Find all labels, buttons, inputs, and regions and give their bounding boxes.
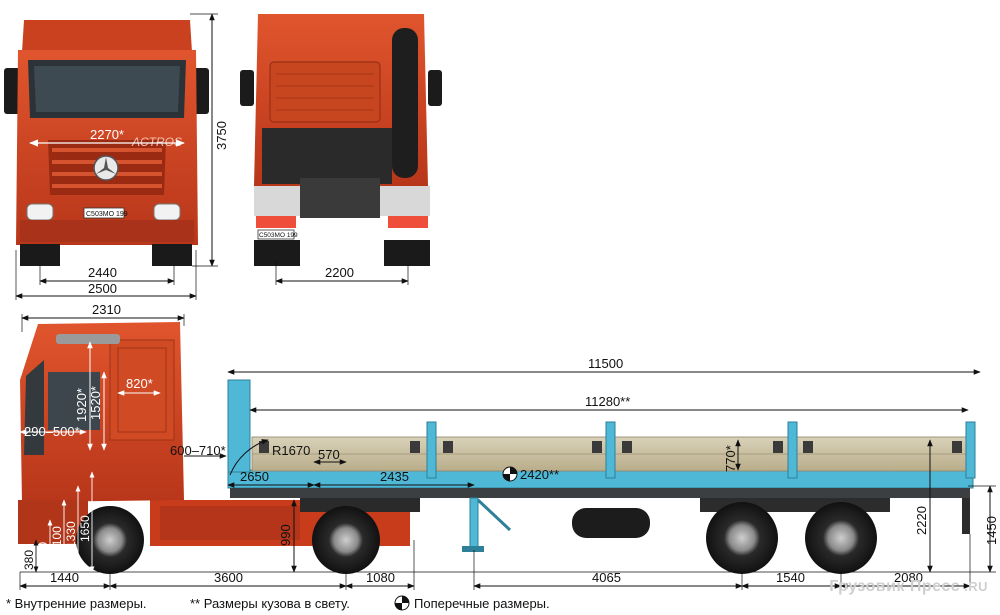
axle-spread-label: 1540: [776, 570, 805, 585]
cross-width-label: 2420**: [520, 467, 559, 482]
radius-label: R1670: [272, 443, 310, 458]
total-length-label: 11500: [588, 356, 623, 371]
headroom-1-label: 1920*: [74, 388, 89, 422]
rear-bumper-post: [962, 498, 970, 534]
trailer-wheel-2: [805, 502, 877, 574]
clearance-range-label: 600–710*: [170, 443, 226, 458]
height-label: 3750: [214, 121, 229, 150]
front-view: ACTROS С503МО 199 2270* 3750 2440 2500: [4, 13, 229, 300]
spare-tire: [572, 508, 650, 538]
side-view: 2310 11500 11280** 820* 1920* 1520* 290–…: [18, 302, 999, 590]
rear-left-tires: [254, 240, 300, 266]
svg-text:С503МО 199: С503МО 199: [86, 211, 128, 218]
cross-size-icon: [502, 466, 518, 482]
right-headlight: [153, 203, 181, 221]
trailer-height-label: 2220: [914, 506, 929, 535]
rear-plate: [257, 229, 295, 240]
front-plate: [83, 207, 125, 219]
trailer-wheel-1: [706, 502, 778, 574]
overall-width-label: 2500: [88, 281, 117, 296]
fifth-wheel: [300, 178, 380, 218]
legend-cross-icon: [394, 595, 410, 611]
right-taillight: [388, 216, 428, 228]
left-headlight: [26, 203, 54, 221]
track-label: 2440: [88, 265, 117, 280]
legend-body: ** Размеры кузова в свету.: [190, 596, 350, 611]
watermark-text: Грузовик Пресс: [829, 578, 961, 595]
trailer-front-label: 2650: [240, 469, 269, 484]
left-taillight: [256, 216, 296, 228]
platform-height-label: 1450: [984, 516, 999, 545]
rear-trailer-overhang-label: 2080: [894, 570, 923, 585]
fifth-wheel-height-label: 990: [278, 524, 293, 546]
roof-lights: [56, 334, 120, 344]
step-5-label: 1650: [78, 515, 92, 542]
side-window: [48, 372, 100, 430]
cab-width-label: 2270*: [90, 127, 124, 142]
rear-right-mirror: [428, 70, 442, 106]
bunk-width-label: 820*: [126, 376, 153, 391]
brand-badge: ACTROS: [131, 135, 182, 149]
step-3-label: 1100: [50, 526, 64, 552]
front-bulkhead: [227, 379, 251, 473]
cab-length-label: 2310: [92, 302, 121, 317]
cab-roof: [22, 20, 192, 52]
step-4-label: 1330: [64, 521, 78, 548]
front-overhang-label: 1440: [50, 570, 79, 585]
svg-text:С503МО 199: С503МО 199: [259, 232, 298, 239]
step-1-label: 380: [22, 550, 36, 570]
right-mirror: [193, 68, 209, 114]
exhaust-stack: [392, 28, 418, 178]
headroom-2-label: 1520*: [88, 386, 103, 420]
rear-overhang-label: 1080: [366, 570, 395, 585]
front-right-tire: [152, 244, 192, 266]
watermark-domain: .RU: [964, 579, 988, 594]
seat-range-label: 290–500*: [24, 424, 80, 439]
wheelbase-label: 3600: [214, 570, 243, 585]
side-height-label: 770*: [723, 445, 738, 472]
watermark: Грузовик Пресс.RU: [829, 578, 988, 596]
left-mirror: [4, 68, 20, 114]
rear-left-mirror: [240, 70, 254, 106]
rear-view: С503МО 199 2200: [240, 14, 442, 285]
rear-track-label: 2200: [325, 265, 354, 280]
trailer-base-label: 4065: [592, 570, 621, 585]
tractor-rear-wheel: [312, 506, 380, 574]
rear-right-tires: [384, 240, 430, 266]
landing-gear: [469, 497, 479, 549]
kingpin-offset-label: 570: [318, 447, 340, 462]
front-left-tire: [20, 244, 60, 266]
body-length-label: 11280**: [585, 394, 630, 409]
stakes: [426, 421, 976, 479]
legend-cross: Поперечные размеры.: [414, 596, 550, 611]
kingpin-dist-label: 2435: [380, 469, 409, 484]
legend-internal: * Внутренние размеры.: [6, 596, 147, 611]
step-2-label: 640: [36, 542, 50, 562]
